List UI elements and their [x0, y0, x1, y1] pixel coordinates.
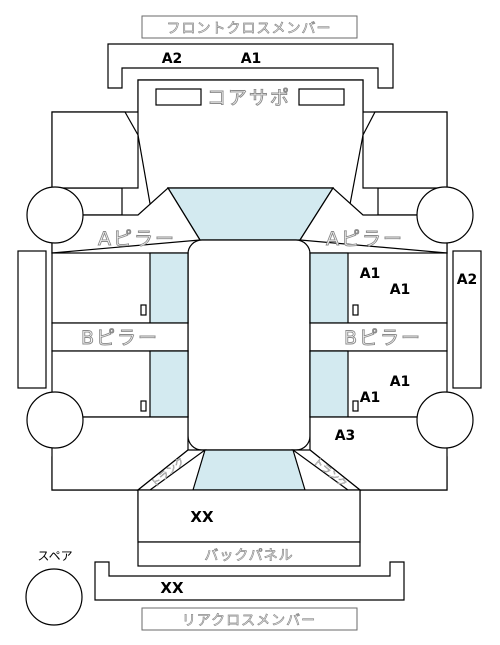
- right-front-door-mark-a1-a: A1: [360, 266, 381, 282]
- right-rear-door-mark-a1-b: A1: [360, 390, 381, 406]
- roof[interactable]: [187, 239, 311, 451]
- trunk-mark-xx: XX: [190, 508, 214, 526]
- left-rear-window[interactable]: [149, 350, 189, 418]
- front-cross-member-box: [141, 15, 358, 39]
- right-sill-mark-a2: A2: [457, 272, 478, 288]
- right-front-fender[interactable]: [362, 111, 448, 189]
- right-b-pillar[interactable]: [309, 322, 448, 352]
- right-side-sill[interactable]: [452, 250, 482, 389]
- rear-mark-xx: XX: [160, 579, 184, 597]
- left-b-pillar-label: Bピラー: [81, 327, 159, 349]
- spare-tire[interactable]: [25, 568, 83, 626]
- right-rear-door-mark-a1-a: A1: [390, 374, 411, 390]
- front-cross-member-label: フロントクロスメンバー: [167, 21, 332, 37]
- trunk-lid[interactable]: [137, 489, 361, 543]
- left-front-wheel[interactable]: [26, 186, 84, 244]
- right-a-pillar[interactable]: [298, 187, 448, 254]
- front-mark-a2: A2: [162, 51, 183, 67]
- back-panel[interactable]: [137, 541, 361, 567]
- right-rear-window[interactable]: [309, 350, 349, 418]
- left-rear-wheel[interactable]: [26, 391, 84, 449]
- back-panel-label: バックパネル: [204, 548, 293, 564]
- core-support-slot-left: [155, 88, 202, 106]
- left-front-window[interactable]: [149, 252, 189, 324]
- right-front-window[interactable]: [309, 252, 349, 324]
- right-rear-quarter-mark-a3: A3: [335, 428, 356, 444]
- right-rear-door-handle: [352, 400, 359, 412]
- left-a-pillar-label: Aピラー: [98, 228, 176, 250]
- right-b-pillar-label: Bピラー: [344, 327, 422, 349]
- right-front-door-handle: [352, 304, 359, 316]
- right-a-pillar-label: Aピラー: [326, 228, 404, 250]
- right-rear-wheel[interactable]: [416, 391, 474, 449]
- left-rear-door-handle: [140, 400, 147, 412]
- rear-window[interactable]: [192, 449, 306, 491]
- core-support-label: コアサポ: [207, 87, 291, 109]
- left-front-fender[interactable]: [51, 111, 139, 189]
- left-front-door-handle: [140, 304, 147, 316]
- spare-label: スペア: [37, 549, 72, 563]
- rear-cross-member-label: リアクロスメンバー: [182, 613, 316, 629]
- core-support-slot-right: [298, 88, 345, 106]
- front-cross-member[interactable]: [107, 43, 394, 89]
- rear-cross-member-box: [141, 607, 358, 631]
- left-a-pillar[interactable]: [51, 187, 202, 254]
- rear-cross-member[interactable]: [94, 561, 405, 601]
- left-side-sill[interactable]: [17, 250, 47, 389]
- right-front-door-mark-a1-b: A1: [390, 282, 411, 298]
- right-front-wheel[interactable]: [416, 186, 474, 244]
- front-mark-a1: A1: [241, 51, 262, 67]
